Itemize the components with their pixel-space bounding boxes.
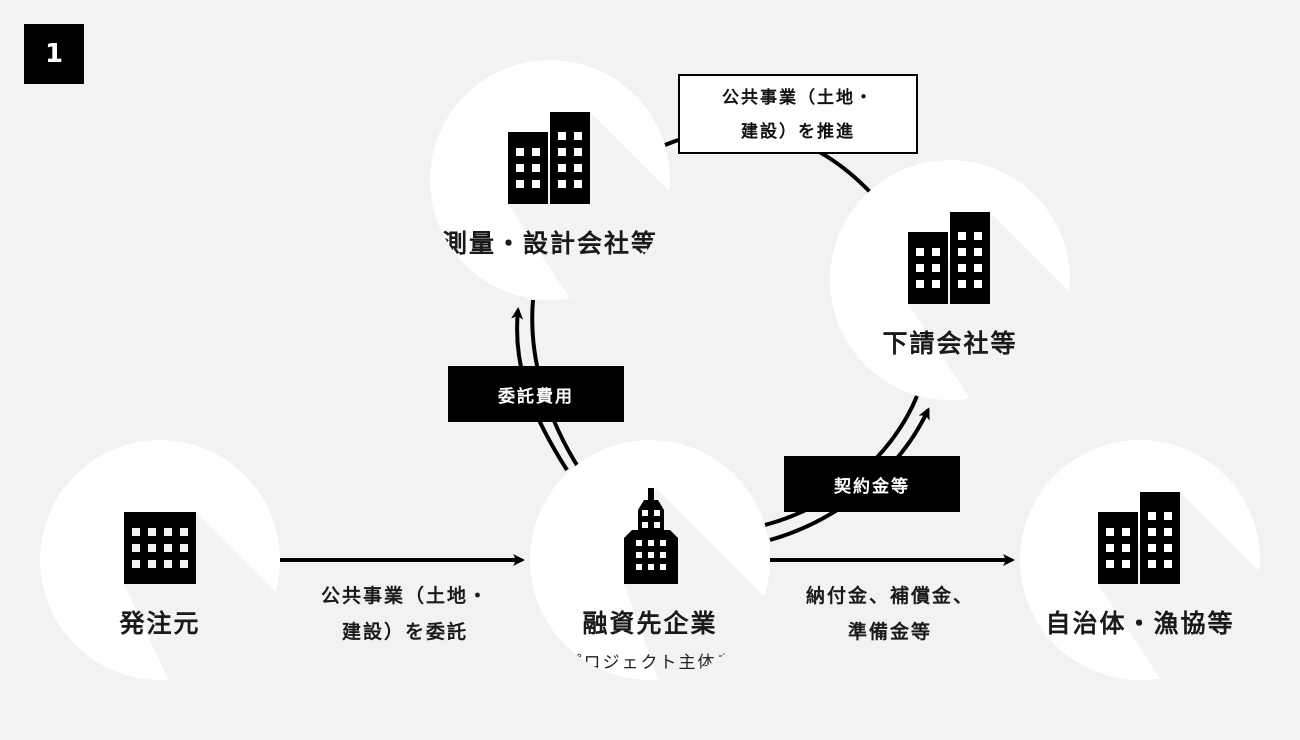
flow-label-line: 準備金等 bbox=[847, 621, 932, 643]
node-subcontractor: 下請会社等 bbox=[830, 160, 1070, 400]
flow-label-payments: 納付金、補償金、 準備金等 bbox=[770, 578, 1010, 650]
node-label: 測量・設計会社等 bbox=[441, 229, 658, 258]
flow-label-line: 公共事業（土地・ bbox=[722, 88, 874, 108]
node-label: 融資先企業 bbox=[582, 609, 718, 638]
twin-buildings-icon bbox=[908, 212, 990, 304]
flow-label-consign-fee: 委託費用 bbox=[448, 366, 624, 422]
skyscraper-icon bbox=[624, 488, 678, 584]
flow-label-commission: 公共事業（土地・ 建設）を委託 bbox=[290, 578, 520, 650]
flow-label-line: 公共事業（土地・ bbox=[320, 585, 489, 607]
flow-label-line: 建設）を推進 bbox=[741, 122, 855, 142]
node-label: 下請会社等 bbox=[882, 329, 1018, 358]
office-building-icon bbox=[124, 512, 196, 584]
node-municipality: 自治体・漁協等 bbox=[1020, 440, 1260, 680]
long-shadow bbox=[908, 212, 1070, 400]
flow-label-promote: 公共事業（土地・ 建設）を推進 bbox=[678, 74, 918, 154]
node-label: 発注元 bbox=[119, 609, 201, 638]
long-shadow bbox=[1098, 492, 1260, 680]
flow-label-line: 納付金、補償金、 bbox=[805, 585, 974, 607]
long-shadow bbox=[508, 112, 670, 300]
flow-label-line: 建設）を委託 bbox=[341, 621, 468, 643]
node-borrower: 融資先企業 （プロジェクト主体者） bbox=[530, 440, 770, 680]
twin-buildings-icon bbox=[1098, 492, 1180, 584]
flow-label-contract-fee: 契約金等 bbox=[784, 456, 960, 512]
node-sublabel: （プロジェクト主体者） bbox=[545, 653, 755, 673]
step-number-badge: 1 bbox=[24, 24, 84, 84]
node-orderer: 発注元 bbox=[40, 440, 280, 680]
node-label: 自治体・漁協等 bbox=[1045, 609, 1235, 638]
node-survey-design: 測量・設計会社等 bbox=[430, 60, 670, 300]
twin-buildings-icon bbox=[508, 112, 590, 204]
